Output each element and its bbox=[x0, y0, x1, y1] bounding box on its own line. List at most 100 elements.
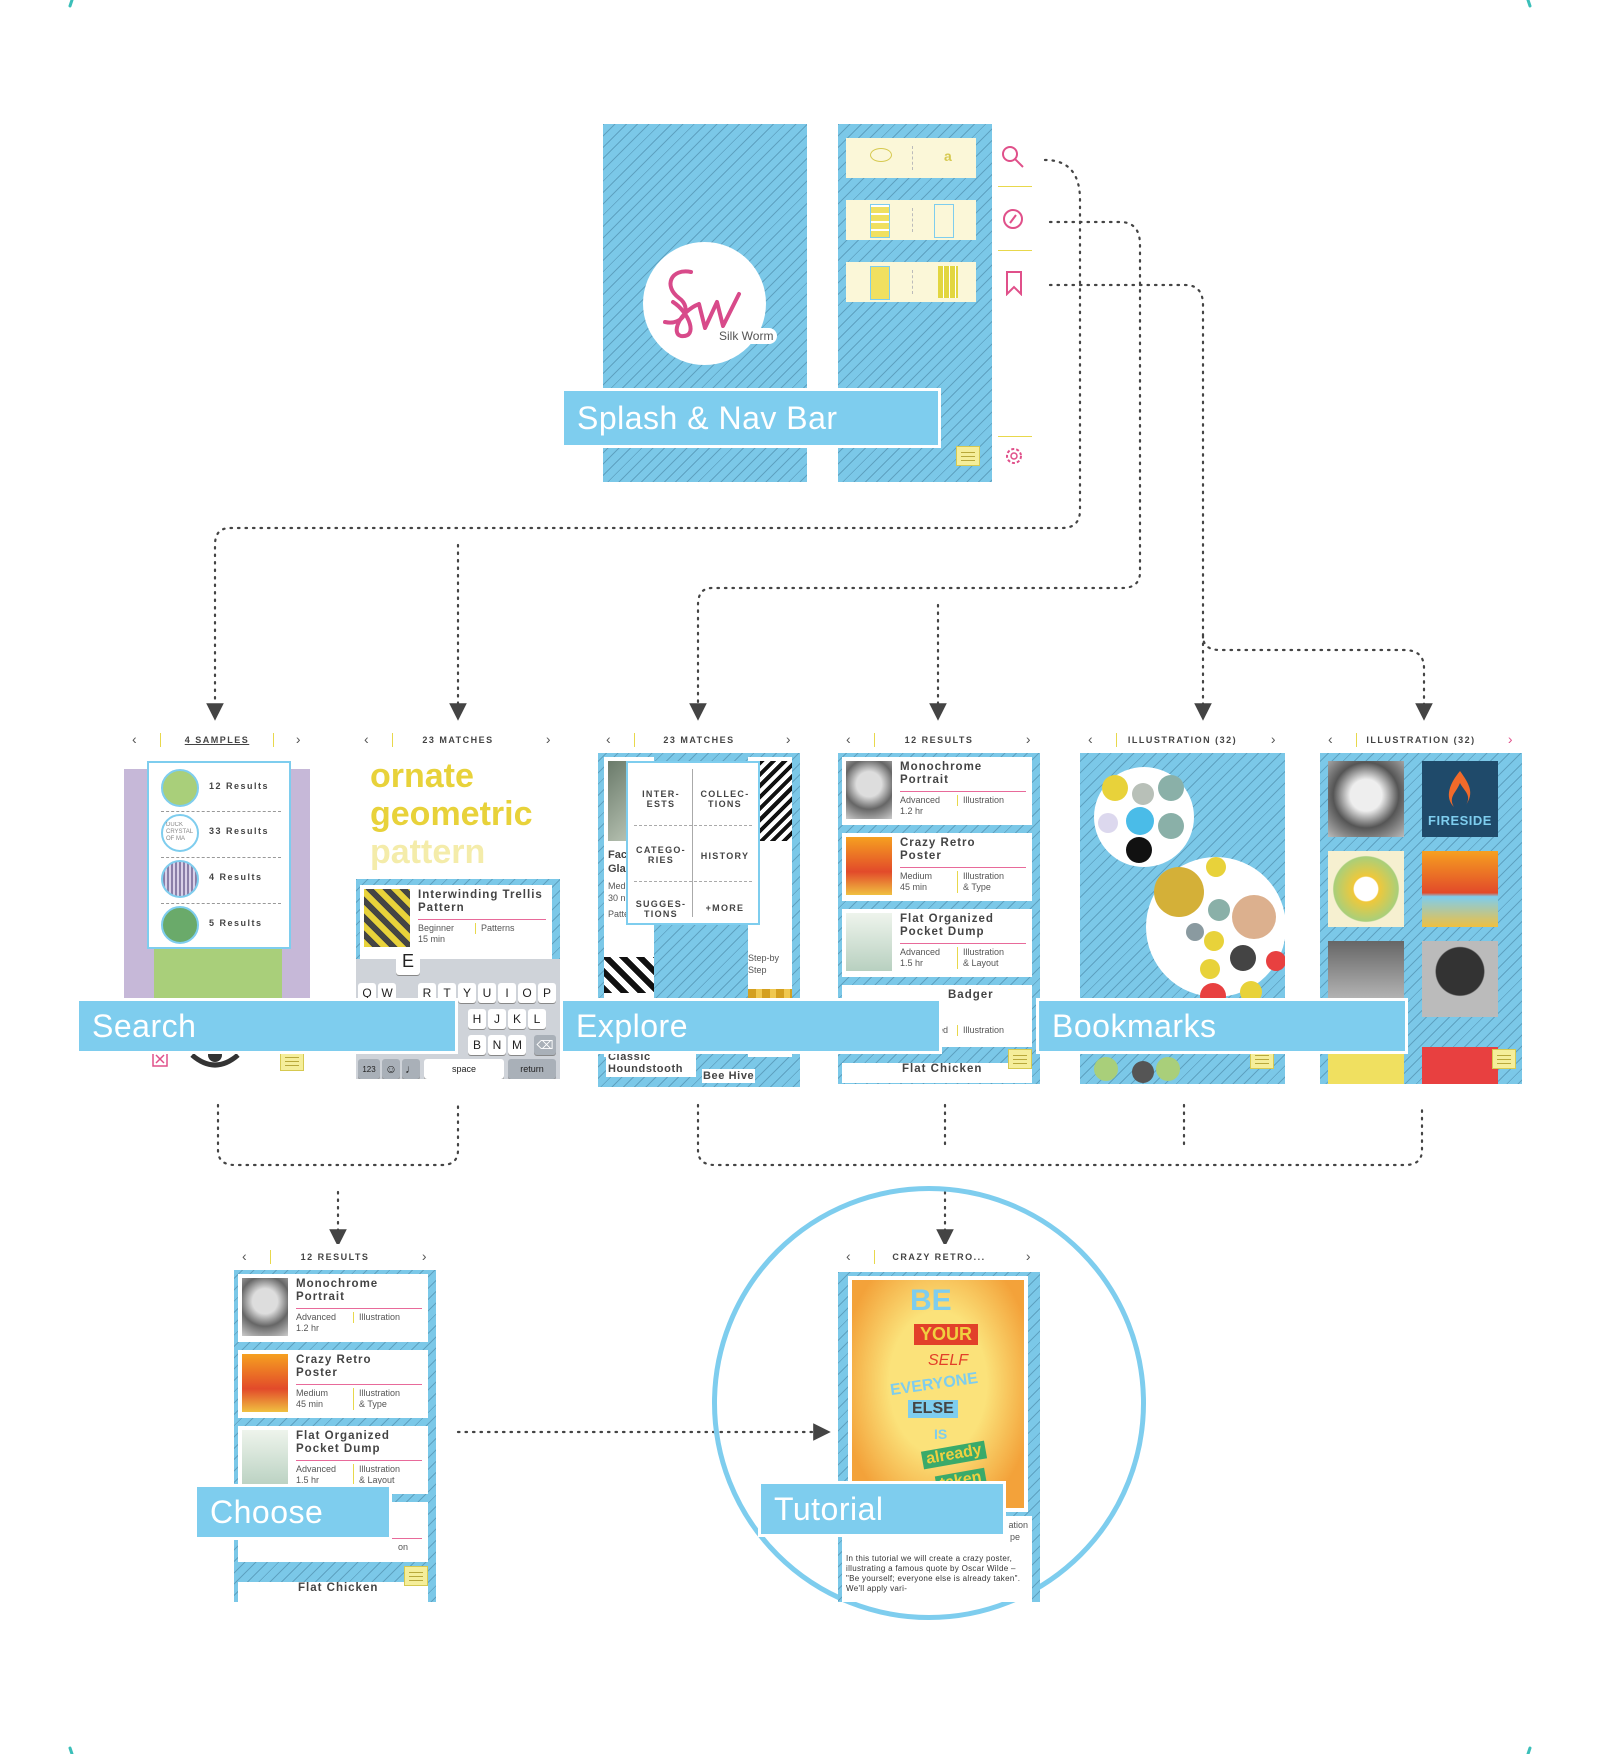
emoji-key[interactable]: ☺ bbox=[382, 1059, 400, 1079]
choose-header: ‹12 RESULTS› bbox=[234, 1244, 436, 1270]
color-dot bbox=[1240, 981, 1262, 1003]
result-row[interactable]: 4 Results bbox=[161, 857, 281, 898]
bird-tile[interactable] bbox=[1328, 851, 1404, 927]
search-icon[interactable] bbox=[1000, 144, 1026, 170]
beehive-title: Bee Hive bbox=[702, 1069, 756, 1083]
nav-card-toggle[interactable]: a bbox=[846, 138, 976, 178]
tutorial-body-text: In this tutorial we will create a crazy … bbox=[846, 1554, 1021, 1593]
nav-divider bbox=[998, 186, 1032, 187]
pocket-dump-thumbnail bbox=[846, 913, 892, 971]
explore-menu: INTER-ESTS COLLEC-TIONS CATEGO-RIES HIST… bbox=[626, 761, 760, 925]
trellis-thumbnail bbox=[364, 889, 410, 947]
eye-icon bbox=[870, 148, 892, 162]
tutorial-poster: BE YOUR SELF EVERYONE ELSE IS already ta… bbox=[848, 1276, 1028, 1512]
backspace-key[interactable]: ⌫ bbox=[534, 1035, 556, 1055]
numbers-key[interactable]: 123 bbox=[358, 1059, 380, 1079]
color-dot bbox=[1154, 867, 1204, 917]
label-explore: Explore bbox=[560, 998, 942, 1054]
return-key[interactable]: return bbox=[508, 1059, 556, 1079]
color-dot bbox=[1132, 1061, 1154, 1083]
key[interactable]: N bbox=[488, 1035, 506, 1055]
last-result-title: Flat Chicken bbox=[842, 1063, 1032, 1083]
grid-header: ‹ILLUSTRATION (32)› bbox=[1320, 727, 1522, 753]
menu-suggestions[interactable]: SUGGES-TIONS bbox=[635, 899, 687, 919]
menu-more[interactable]: +MORE bbox=[705, 903, 745, 913]
key[interactable]: M bbox=[508, 1035, 526, 1055]
key[interactable]: H bbox=[468, 1009, 486, 1029]
keyword-search-screen: ‹23 MATCHES› ornate geometric pattern In… bbox=[356, 727, 560, 1079]
color-dot bbox=[1186, 923, 1204, 941]
search-header: ‹4 SAMPLES› bbox=[124, 727, 310, 753]
key[interactable]: P bbox=[538, 983, 556, 1003]
color-dot bbox=[1230, 945, 1256, 971]
gear-icon[interactable] bbox=[1004, 446, 1024, 466]
choose-screen: ‹12 RESULTS› Monochrome Portrait Advance… bbox=[234, 1244, 436, 1602]
portrait-tile[interactable] bbox=[1328, 761, 1404, 837]
key[interactable]: L bbox=[528, 1009, 546, 1029]
tutorial-screen: ‹CRAZY RETRO...› BE YOUR SELF EVERYONE E… bbox=[838, 1244, 1040, 1602]
explore-header: ‹23 MATCHES› bbox=[598, 727, 800, 753]
nav-divider bbox=[998, 250, 1032, 251]
menu-icon[interactable] bbox=[956, 446, 980, 466]
keyword-header: ‹23 MATCHES› bbox=[356, 727, 560, 753]
nav-card-layout[interactable] bbox=[846, 200, 976, 240]
menu-categories[interactable]: CATEGO-RIES bbox=[636, 845, 686, 865]
key[interactable]: O bbox=[518, 983, 536, 1003]
key[interactable]: Y bbox=[458, 983, 476, 1003]
menu-icon[interactable] bbox=[1008, 1049, 1032, 1069]
results-header: ‹12 RESULTS› bbox=[838, 727, 1040, 753]
nav-card-view[interactable] bbox=[846, 262, 976, 302]
list-layout-icon bbox=[934, 204, 954, 238]
key[interactable]: J bbox=[488, 1009, 506, 1029]
label-bookmarks: Bookmarks bbox=[1036, 998, 1408, 1054]
brand-name: Silk Worm bbox=[715, 328, 778, 344]
bookmark-view-icon bbox=[870, 266, 890, 300]
compass-icon[interactable] bbox=[1002, 208, 1024, 230]
space-key[interactable]: space bbox=[424, 1059, 504, 1079]
color-dot bbox=[1094, 1057, 1118, 1081]
result-row[interactable]: 5 Results bbox=[161, 903, 281, 944]
label-splash: Splash & Nav Bar bbox=[561, 388, 941, 448]
corner-marks bbox=[68, 0, 1532, 1754]
key[interactable]: B bbox=[468, 1035, 486, 1055]
tutorial-header: ‹CRAZY RETRO...› bbox=[838, 1244, 1040, 1270]
retro-poster-tile[interactable] bbox=[1422, 851, 1498, 927]
mic-key[interactable]: ♩ bbox=[402, 1059, 420, 1079]
search-screen: ‹4 SAMPLES› 12 Results DUCK CRYSTAL OF M… bbox=[124, 727, 310, 1077]
query-text: ornate geometric pattern bbox=[370, 757, 533, 871]
menu-icon[interactable] bbox=[280, 1051, 304, 1071]
result-row[interactable]: 12 Results bbox=[161, 767, 281, 807]
label-tutorial: Tutorial bbox=[758, 1481, 1006, 1537]
key[interactable]: U bbox=[478, 983, 496, 1003]
menu-interests[interactable]: INTER-ESTS bbox=[642, 789, 680, 809]
popup-key: E bbox=[396, 947, 420, 975]
bookmark-icon[interactable] bbox=[1004, 270, 1024, 296]
menu-icon[interactable] bbox=[404, 1566, 428, 1586]
menu-collections[interactable]: COLLEC-TIONS bbox=[700, 789, 750, 809]
flame-icon bbox=[1448, 771, 1471, 807]
key[interactable]: I bbox=[498, 983, 516, 1003]
menu-history[interactable]: HISTORY bbox=[700, 851, 750, 861]
color-dot bbox=[1206, 857, 1226, 877]
color-dot bbox=[1158, 813, 1184, 839]
key[interactable]: K bbox=[508, 1009, 526, 1029]
color-dot bbox=[1158, 775, 1184, 801]
bookmarks-header: ‹ILLUSTRATION (32)› bbox=[1080, 727, 1285, 753]
fireside-tile[interactable]: FIRESIDE bbox=[1422, 761, 1498, 837]
color-dot bbox=[1156, 1057, 1180, 1081]
nav-letter: a bbox=[944, 148, 952, 164]
color-dot bbox=[1266, 951, 1285, 971]
color-dot bbox=[1132, 783, 1154, 805]
houndstooth-thumbnail bbox=[604, 957, 654, 993]
hair-tile[interactable] bbox=[1422, 941, 1498, 1017]
menu-icon[interactable] bbox=[1492, 1049, 1516, 1069]
